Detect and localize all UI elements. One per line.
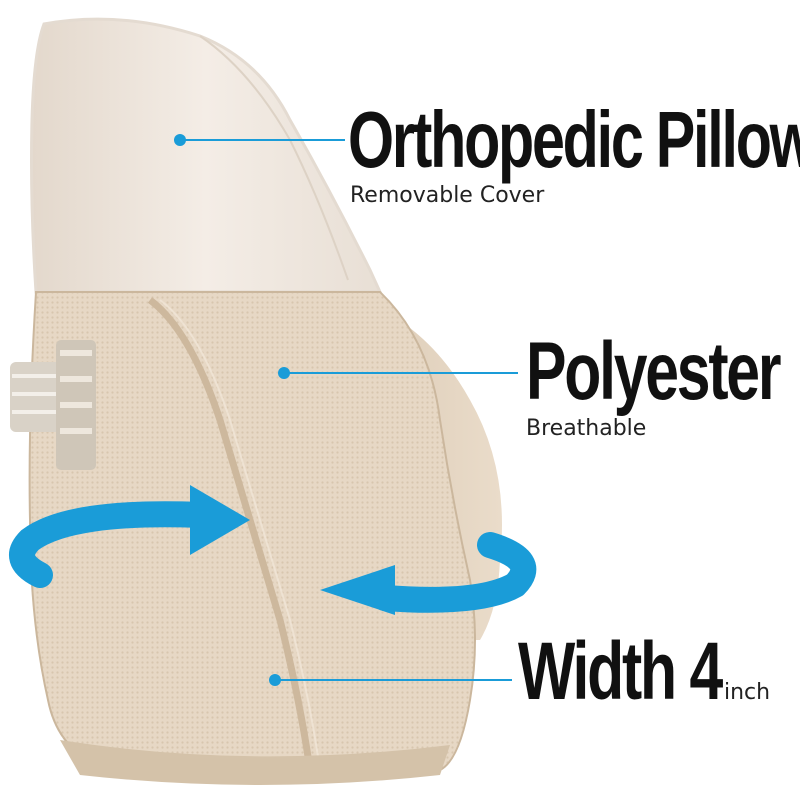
callout-title-polyester: Polyester [526, 326, 781, 417]
strap [10, 340, 96, 470]
pillow-seam [147, 297, 314, 771]
callout-subtitle-breathable: Breathable [526, 416, 647, 441]
callout-leader-cover [174, 134, 345, 146]
callout-title-width: Width 4 [518, 626, 723, 717]
callout-title-orthopedic-pillow: Orthopedic Pillow [348, 95, 800, 184]
callout-unit-inch: inch [724, 680, 771, 705]
callout-subtitle-removable-cover: Removable Cover [350, 183, 545, 208]
callout-leader-polyester [278, 367, 518, 379]
pillow-cover [30, 17, 383, 294]
callout-leader-width [269, 674, 512, 686]
rotation-arrow-icon [9, 485, 537, 615]
